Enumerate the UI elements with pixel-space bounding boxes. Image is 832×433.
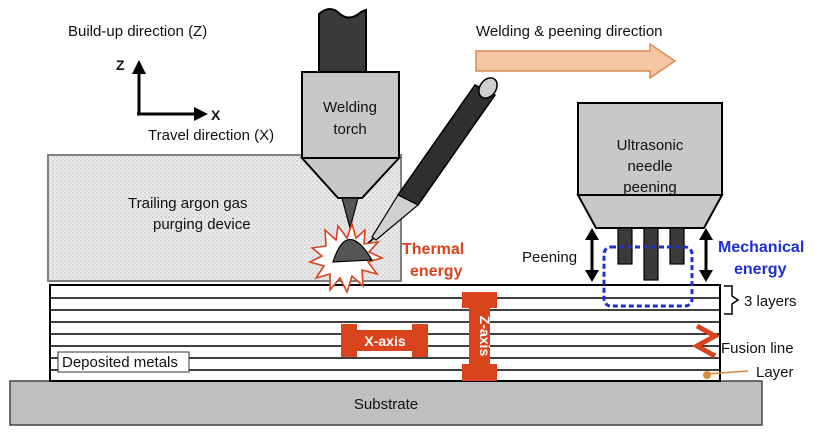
fusion-line-label: Fusion line (721, 340, 794, 357)
mechanical-energy-label-2: energy (734, 261, 787, 278)
deposited-layers (49, 284, 721, 382)
travel-direction-label: Travel direction (X) (148, 127, 274, 144)
fusion-line-marker (691, 323, 721, 359)
peening-arrow-head-up (585, 228, 599, 240)
z-axis-marker-shape (462, 292, 497, 381)
filler-feeder-cap (478, 77, 498, 99)
axis-x-label: X (211, 107, 221, 123)
axis-z-label: Z (116, 57, 125, 73)
peener-needle (643, 227, 659, 281)
welding-torch-label-1: Welding (323, 99, 377, 116)
z-axis-marker-label: Z-axis (477, 316, 493, 357)
layer-label: Layer (756, 364, 794, 381)
thermal-energy-label-2: energy (410, 263, 463, 280)
peening-arrows (585, 228, 713, 282)
torch-handle (318, 8, 367, 73)
mechanical-energy-label-1: Mechanical (718, 239, 804, 256)
peening-label: Peening (522, 249, 577, 266)
ultrasonic-label-3: peening (623, 179, 676, 196)
ultrasonic-label-1: Ultrasonic (617, 137, 684, 154)
coordinate-axes: Z X (116, 57, 221, 123)
needle-peener-icon: Ultrasonic needle peening (576, 102, 724, 281)
peener-body (577, 102, 723, 196)
trailing-device-label-2: purging device (153, 216, 251, 233)
peener-head (576, 194, 724, 229)
thermal-energy-label-1: Thermal (402, 241, 464, 258)
x-axis-marker-label: X-axis (364, 333, 405, 349)
deposited-metals-label: Deposited metals (62, 354, 178, 371)
welding-torch-icon: Welding torch (299, 8, 402, 231)
three-layers-label: 3 layers (744, 293, 797, 310)
filler-nozzle (371, 194, 420, 241)
torch-electrode (341, 197, 359, 231)
z-axis-arrowhead (132, 60, 146, 74)
welding-peening-direction-label: Welding & peening direction (476, 23, 663, 40)
build-up-direction-label: Build-up direction (Z) (68, 23, 207, 40)
torch-body (301, 71, 400, 159)
z-axis-marker: Z-axis (462, 292, 497, 381)
mechanical-energy-zone (602, 245, 694, 308)
arc-flame-icon (307, 221, 385, 295)
x-axis-arrowhead (194, 107, 208, 121)
three-layers-brace (724, 285, 740, 315)
x-axis-marker-shape (341, 324, 428, 357)
layer-pointer-line (706, 370, 749, 375)
peening-arrow-head-down (585, 270, 599, 282)
welding-torch-label-2: torch (333, 121, 366, 138)
substrate-label: Substrate (354, 396, 418, 413)
trailing-device-label-1: Trailing argon gas (128, 195, 248, 212)
peening-arrow-head-up (699, 228, 713, 240)
filler-feeder-body (396, 84, 497, 206)
substrate-block (9, 380, 763, 426)
x-axis-marker: X-axis (341, 324, 428, 357)
welding-peening-direction-arrow (475, 42, 677, 80)
ultrasonic-label-2: needle (627, 158, 672, 175)
torch-nozzle (299, 157, 402, 199)
deposited-metals-box (57, 351, 190, 373)
peening-arrow-head-down (699, 270, 713, 282)
layer-pointer-dot (703, 371, 711, 379)
weld-pool (332, 239, 374, 263)
